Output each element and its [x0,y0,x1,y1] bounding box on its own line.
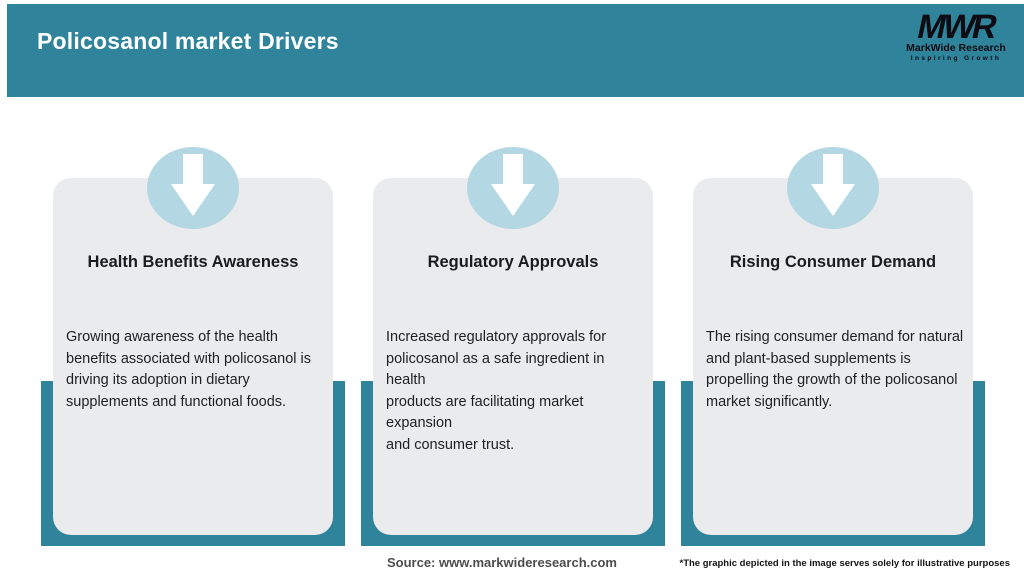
driver-card-rising-consumer-demand: Rising Consumer Demand The rising consum… [681,147,985,546]
card-title: Regulatory Approvals [427,253,599,271]
disclaimer-text: *The graphic depicted in the image serve… [679,558,1011,569]
card-title: Health Benefits Awareness [87,253,299,271]
logo-company-name: MarkWide Research [906,42,1006,54]
down-arrow-icon [147,147,239,229]
logo-acronym: MWR [913,8,999,46]
card-description: Growing awareness of the health benefits… [66,329,312,410]
card-body: Rising Consumer Demand The rising consum… [693,178,973,535]
card-title: Rising Consumer Demand [729,253,937,271]
down-arrow-icon [467,147,559,229]
down-arrow-icon [787,147,879,229]
driver-cards-row: Health Benefits Awareness Growing awaren… [41,147,985,546]
source-text: Source: www.markwideresearch.com [386,555,617,570]
card-body: Regulatory Approvals Increased regulator… [373,178,653,535]
card-body: Health Benefits Awareness Growing awaren… [53,178,333,535]
card-description: The rising consumer demand for natural a… [706,329,964,410]
page-title: Policosanol market Drivers [37,28,339,54]
logo-tagline: Inspiring Growth [910,55,1002,62]
header-band: Policosanol market Drivers MWR MarkWide … [7,4,1024,97]
driver-card-health-benefits: Health Benefits Awareness Growing awaren… [41,147,345,546]
card-description: Increased regulatory approvals for polic… [386,329,607,453]
driver-card-regulatory-approvals: Regulatory Approvals Increased regulator… [361,147,665,546]
markwide-research-logo: MWR MarkWide Research Inspiring Growth [900,8,1012,63]
